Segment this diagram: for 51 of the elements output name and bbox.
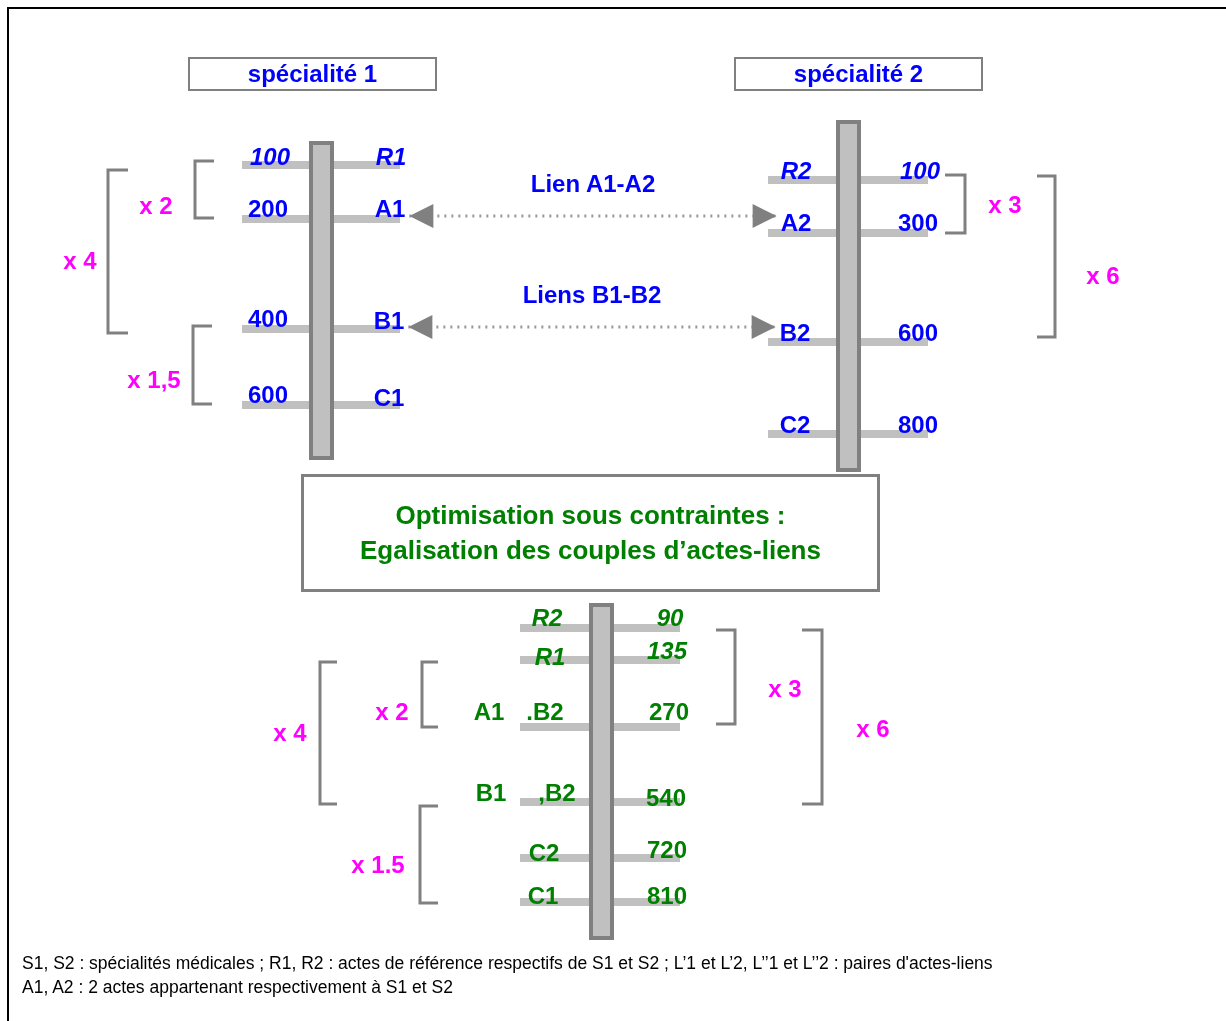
multiplier-label: x 6 xyxy=(1086,262,1120,290)
process-box xyxy=(301,474,880,592)
act-label: B1 xyxy=(373,307,405,335)
title-box xyxy=(188,57,437,91)
act-label: .B2 xyxy=(526,698,564,726)
scale-value: 135 xyxy=(647,637,687,665)
act-label: C1 xyxy=(527,882,559,910)
footnote: A1, A2 : 2 actes appartenant respectivement à S1 et S2 xyxy=(22,977,453,998)
scale-value: 100 xyxy=(900,157,940,185)
act-label: A2 xyxy=(780,209,812,237)
scale-value: 100 xyxy=(250,143,290,171)
multiplier-label: x 3 xyxy=(768,675,802,703)
scale-value: 300 xyxy=(898,209,938,237)
act-label: ,B2 xyxy=(538,779,576,807)
double-arrow xyxy=(408,315,776,339)
scale-value: 400 xyxy=(248,305,288,333)
multiplier-label: x 2 xyxy=(139,192,173,220)
scale-value: 600 xyxy=(898,319,938,347)
scale-value: 200 xyxy=(248,195,288,223)
multiplier-label: x 1.5 xyxy=(351,851,405,879)
act-label: R2 xyxy=(780,157,812,185)
multiplier-label: x 3 xyxy=(988,191,1022,219)
box-text: Egalisation des couples d’actes-liens xyxy=(360,534,821,567)
act-label: B2 xyxy=(779,319,811,347)
scale-value: 540 xyxy=(646,784,686,812)
act-label: C1 xyxy=(373,384,405,412)
act-label: A1 xyxy=(374,195,406,223)
act-label: A1 xyxy=(473,698,505,726)
box-text: spécialité 2 xyxy=(793,58,924,89)
footnote: S1, S2 : spécialités médicales ; R1, R2 : actes de référence respectifs de S1 et S2 ; L’1 et L’2, L’’1 et L’’2 : paires d'actes-liens xyxy=(22,953,993,974)
multiplier-label: x 4 xyxy=(63,247,97,275)
double-arrow xyxy=(409,204,777,228)
act-label: R1 xyxy=(375,143,407,171)
act-label: C2 xyxy=(779,411,811,439)
multiplier-label: x 1,5 xyxy=(127,366,181,394)
multiplier-label: x 2 xyxy=(375,698,409,726)
act-label: R1 xyxy=(534,643,566,671)
multiplier-label: x 4 xyxy=(273,719,307,747)
scale-value: 600 xyxy=(248,381,288,409)
box-text: spécialité 1 xyxy=(247,58,378,89)
title-box xyxy=(734,57,983,91)
scale-value: 720 xyxy=(647,836,687,864)
act-label: B1 xyxy=(475,779,507,807)
scale-value: 270 xyxy=(649,698,689,726)
multiplier-label: x 6 xyxy=(856,715,890,743)
act-label: R2 xyxy=(531,604,563,632)
scale-value: 810 xyxy=(647,882,687,910)
act-label: C2 xyxy=(528,839,560,867)
scale-value: 90 xyxy=(656,604,684,632)
box-text: Optimisation sous contraintes : xyxy=(395,498,786,532)
scale-value: 800 xyxy=(898,411,938,439)
